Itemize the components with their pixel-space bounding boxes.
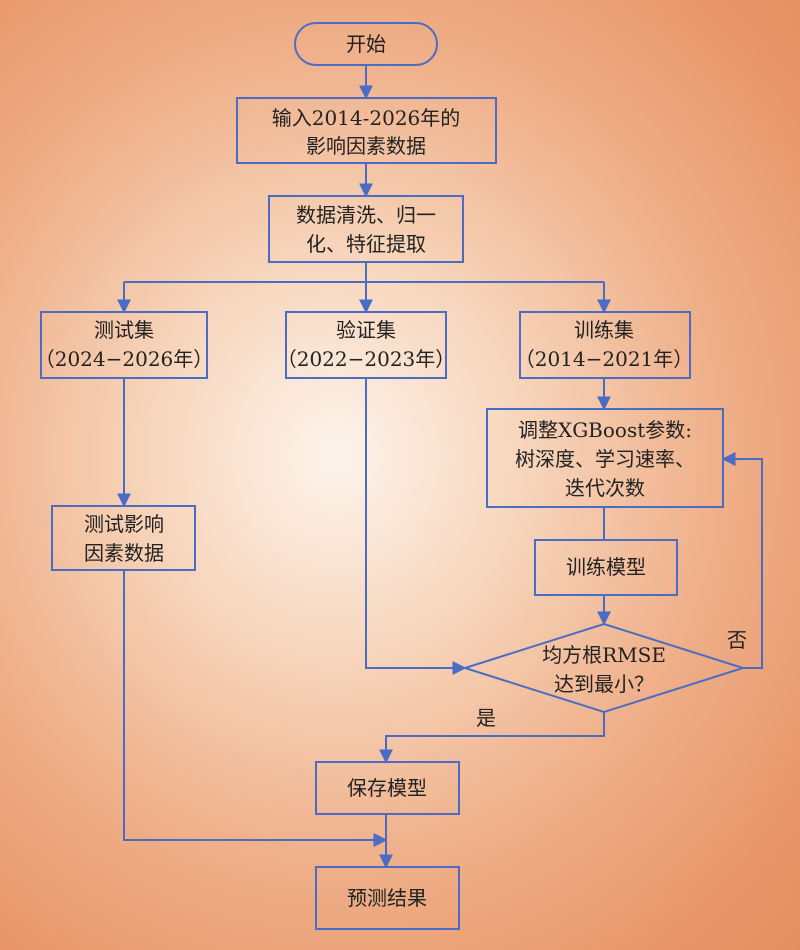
test-data-label-line1: 测试影响 xyxy=(84,512,164,536)
node-tune: 调整XGBoost参数: 树深度、学习速率、 迭代次数 xyxy=(486,408,724,508)
result-label: 预测结果 xyxy=(347,886,427,910)
tune-label-line1: 调整XGBoost参数: xyxy=(518,418,692,442)
save-model-box xyxy=(315,761,460,815)
node-input: 输入2014-2026年的 影响因素数据 xyxy=(236,97,497,164)
test-data-box xyxy=(51,505,196,571)
node-validation-set: 验证集 （2022−2023年） xyxy=(277,311,456,379)
edge-validation-to-decision xyxy=(365,378,467,675)
validation-set-label-line2: （2022−2023年） xyxy=(277,347,456,371)
train-set-label-line2: （2014−2021年） xyxy=(515,347,694,371)
node-test-set: 测试集 （2024−2026年） xyxy=(35,311,214,379)
train-set-box xyxy=(519,311,691,379)
node-test-data: 测试影响 因素数据 xyxy=(51,505,196,571)
edge-decision-yes xyxy=(379,712,605,764)
edge-label-yes: 是 xyxy=(476,706,496,730)
tune-label-line3: 迭代次数 xyxy=(565,476,645,500)
preprocess-box xyxy=(268,195,464,263)
edges xyxy=(117,65,763,869)
tune-box xyxy=(486,408,724,508)
edge-test-data-to-merge xyxy=(123,570,388,847)
train-model-box xyxy=(534,539,678,596)
test-set-box xyxy=(40,311,208,379)
start-terminal xyxy=(294,22,438,66)
decision-diamond xyxy=(461,622,747,714)
node-start: 开始 xyxy=(294,22,438,66)
test-set-label-line1: 测试集 xyxy=(94,318,154,342)
input-box xyxy=(236,97,497,164)
result-box xyxy=(315,866,460,930)
validation-set-label-line1: 验证集 xyxy=(336,318,396,342)
node-save-model: 保存模型 xyxy=(315,761,460,815)
node-train-model: 训练模型 xyxy=(534,539,678,596)
preprocess-label-line1: 数据清洗、归一 xyxy=(296,203,436,227)
train-model-label: 训练模型 xyxy=(566,555,646,579)
node-train-set: 训练集 （2014−2021年） xyxy=(515,311,694,379)
edge-decision-no-loop xyxy=(721,452,763,669)
node-decision: 均方根RMSE 达到最小？ xyxy=(461,622,747,714)
test-set-label-line2: （2024−2026年） xyxy=(35,347,214,371)
node-result: 预测结果 xyxy=(315,866,460,930)
decision-label-line2: 达到最小？ xyxy=(554,672,654,696)
tune-label-line2: 树深度、学习速率、 xyxy=(515,447,695,471)
save-model-label: 保存模型 xyxy=(347,776,427,800)
input-label-line2: 影响因素数据 xyxy=(306,134,426,158)
preprocess-label-line2: 化、特征提取 xyxy=(306,232,426,256)
test-data-label-line2: 因素数据 xyxy=(84,541,164,565)
decision-label-line1: 均方根RMSE xyxy=(542,643,666,667)
validation-set-box xyxy=(285,311,447,379)
start-label: 开始 xyxy=(346,32,386,56)
edge-label-no: 否 xyxy=(727,628,747,652)
train-set-label-line1: 训练集 xyxy=(574,318,634,342)
node-preprocess: 数据清洗、归一 化、特征提取 xyxy=(268,195,464,263)
input-label-line1: 输入2014-2026年的 xyxy=(272,106,461,130)
